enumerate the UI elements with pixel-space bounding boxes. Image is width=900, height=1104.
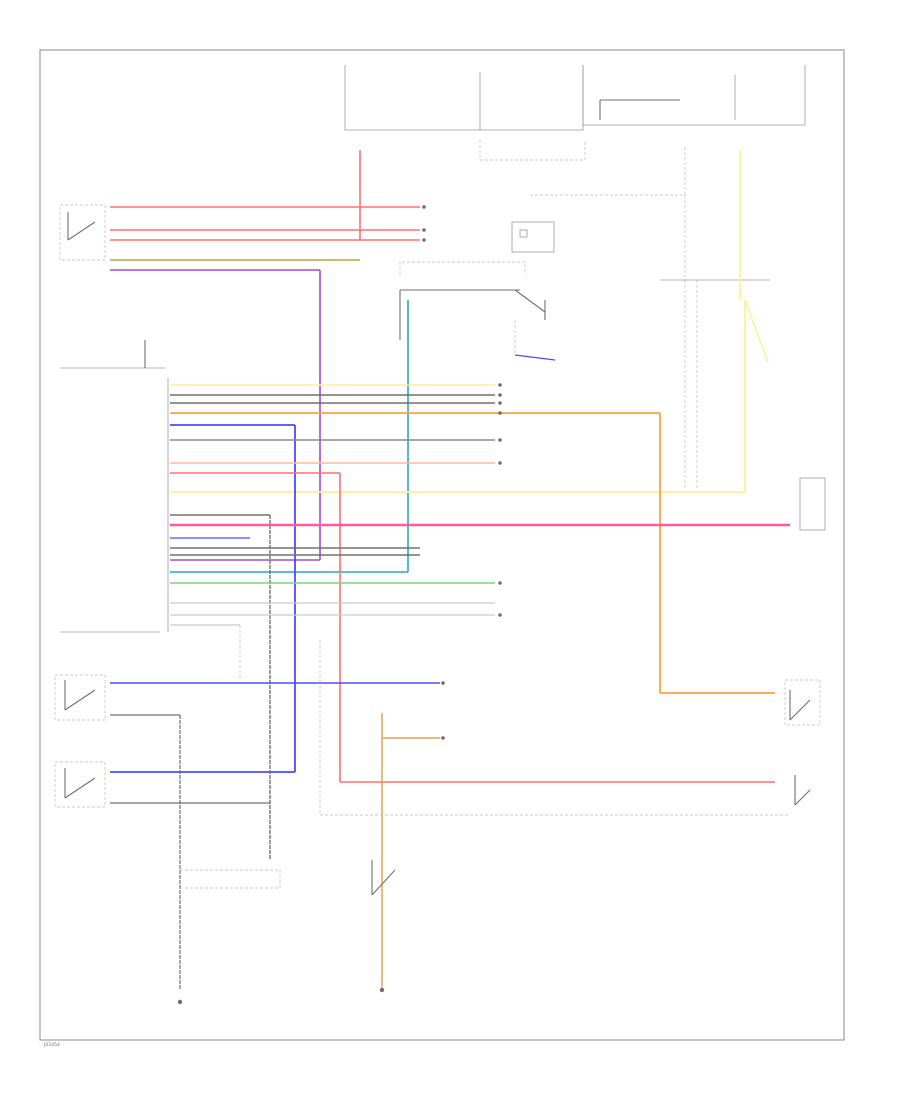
fuse-box-left — [344, 65, 584, 131]
endpoint-marker — [422, 238, 426, 242]
endpoint-marker — [422, 228, 426, 232]
endpoint-marker — [441, 681, 445, 685]
fuse-box-right — [582, 65, 806, 126]
trunk-key-switch-box — [54, 674, 106, 721]
wire-yellow-branch — [744, 299, 769, 363]
trunk-key-switch — [64, 680, 96, 711]
relay-coil — [519, 229, 528, 238]
endpoint-marker — [498, 581, 502, 585]
endpoint-marker — [498, 401, 502, 405]
endpoint-marker — [441, 736, 445, 740]
fuse-jumper — [479, 140, 586, 161]
ground-junction — [180, 869, 281, 889]
ignition-switch — [67, 212, 96, 241]
ignition-switch-box — [59, 204, 106, 261]
hood-switch-2 — [794, 775, 811, 806]
footer-code: J03454 — [43, 1042, 60, 1048]
security-relay-box — [511, 221, 555, 253]
wire-endpoints — [177, 205, 502, 1005]
relay-feed — [530, 145, 686, 196]
endpoint-marker — [498, 613, 502, 617]
trunk-switch — [371, 860, 396, 896]
hood-switch-box — [784, 679, 821, 726]
relay-jumper — [399, 261, 526, 275]
trunk-lid-switch — [64, 768, 96, 799]
endpoint-marker — [177, 999, 183, 1005]
endpoint-marker — [379, 987, 385, 993]
endpoint-marker — [498, 411, 502, 415]
endpoint-marker — [422, 205, 426, 209]
diagram-frame — [39, 49, 845, 1041]
wire-relay-blue — [514, 354, 556, 361]
endpoint-marker — [498, 438, 502, 442]
security-horn-box — [799, 477, 826, 531]
hood-switch — [789, 690, 811, 721]
endpoint-marker — [498, 461, 502, 465]
security-relay-switch — [514, 289, 546, 320]
endpoint-marker — [498, 393, 502, 397]
trunk-lid-switch-box — [54, 761, 106, 808]
endpoint-marker — [498, 383, 502, 387]
